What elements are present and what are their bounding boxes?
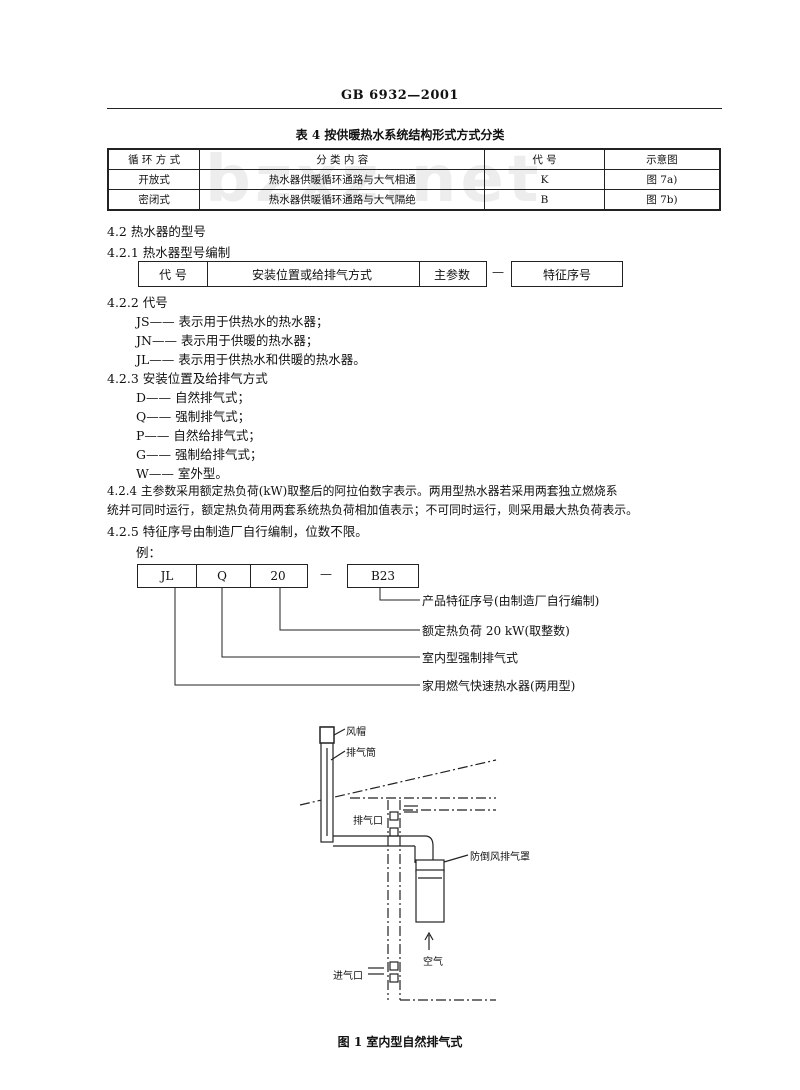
section-4-2-4-line1: 4.2.4 主参数采用额定热负荷(kW)取整后的阿拉伯数字表示。两用型热水器若采…: [107, 484, 618, 498]
header-rule: [107, 108, 722, 109]
figure-label-air: 空气: [423, 957, 443, 968]
table-cell: 热水器供暖循环通路与大气隔绝: [199, 189, 486, 211]
example-dash: —: [320, 567, 332, 581]
section-4-2-1: 4.2.1 热水器型号编制: [107, 245, 231, 260]
code-item: JL—— 表示用于供热水和供暖的热水器。: [136, 352, 366, 367]
example-box-code: JL: [137, 564, 197, 588]
section-4-2: 4.2 热水器的型号: [107, 224, 206, 239]
example-box-param: 20: [249, 564, 308, 588]
section-4-2-5: 4.2.5 特征序号由制造厂自行编制，位数不限。: [107, 524, 368, 539]
model-box-code: 代 号: [138, 261, 208, 287]
code-item: JN—— 表示用于供暖的热水器；: [136, 333, 319, 348]
section-4-2-2: 4.2.2 代号: [107, 295, 168, 310]
example-box-feature: B23: [347, 564, 419, 588]
mode-item: G—— 强制给排气式；: [136, 447, 263, 462]
example-note: 家用燃气快速热水器(两用型): [422, 679, 576, 693]
table-row: 开放式 热水器供暖循环通路与大气相通 K 图 7a): [107, 169, 721, 190]
model-box-install: 安装位置或给排气方式: [205, 261, 420, 287]
table-row: 密闭式 热水器供暖循环通路与大气隔绝 B 图 7b): [107, 189, 721, 211]
example-note: 室内型强制排气式: [422, 651, 519, 665]
figure-label-draft-hood: 防倒风排气罩: [470, 852, 530, 863]
table-cell: 热水器供暖循环通路与大气相通: [199, 169, 486, 190]
figure-label-hood: 风帽: [346, 727, 366, 738]
section-4-2-3: 4.2.3 安装位置及给排气方式: [107, 371, 268, 386]
table-4-caption: 表 4 按供暖热水系统结构形式方式分类: [295, 128, 505, 142]
mode-item: P—— 自然给排气式；: [136, 428, 261, 443]
section-4-2-4-line2: 统并可同时运行，额定热负荷用两套系统热负荷相加值表示；不可同时运行，则采用最大热…: [107, 503, 638, 517]
mode-item: Q—— 强制排气式；: [136, 409, 251, 424]
example-note: 产品特征序号(由制造厂自行编制): [422, 594, 600, 608]
example-label: 例：: [136, 545, 162, 560]
table-cell: 开放式: [107, 169, 201, 190]
figure-1-caption: 图 1 室内型自然排气式: [337, 1035, 463, 1049]
figure-label-intake-port: 进气口: [333, 971, 363, 982]
table-cell: 图 7a): [603, 169, 721, 190]
table-4: 循 环 方 式 分 类 内 容 代 号 示意图 开放式 热水器供暖循环通路与大气…: [107, 148, 721, 211]
figure-label-flue: 排气筒: [346, 748, 376, 759]
mode-item: W—— 室外型。: [136, 466, 228, 481]
example-note: 额定热负荷 20 kW(取整数): [422, 624, 570, 638]
table-cell: 密闭式: [107, 189, 201, 211]
standard-header: GB 6932—2001: [341, 88, 459, 103]
model-dash: —: [492, 265, 504, 279]
model-box-feature: 特征序号: [511, 261, 623, 287]
mode-item: D—— 自然排气式；: [136, 390, 250, 405]
table-cell: 图 7b): [603, 189, 721, 211]
code-item: JS—— 表示用于供热水的热水器；: [136, 314, 329, 329]
figure-label-exhaust-port: 排气口: [353, 816, 383, 827]
model-box-param: 主参数: [418, 261, 487, 287]
